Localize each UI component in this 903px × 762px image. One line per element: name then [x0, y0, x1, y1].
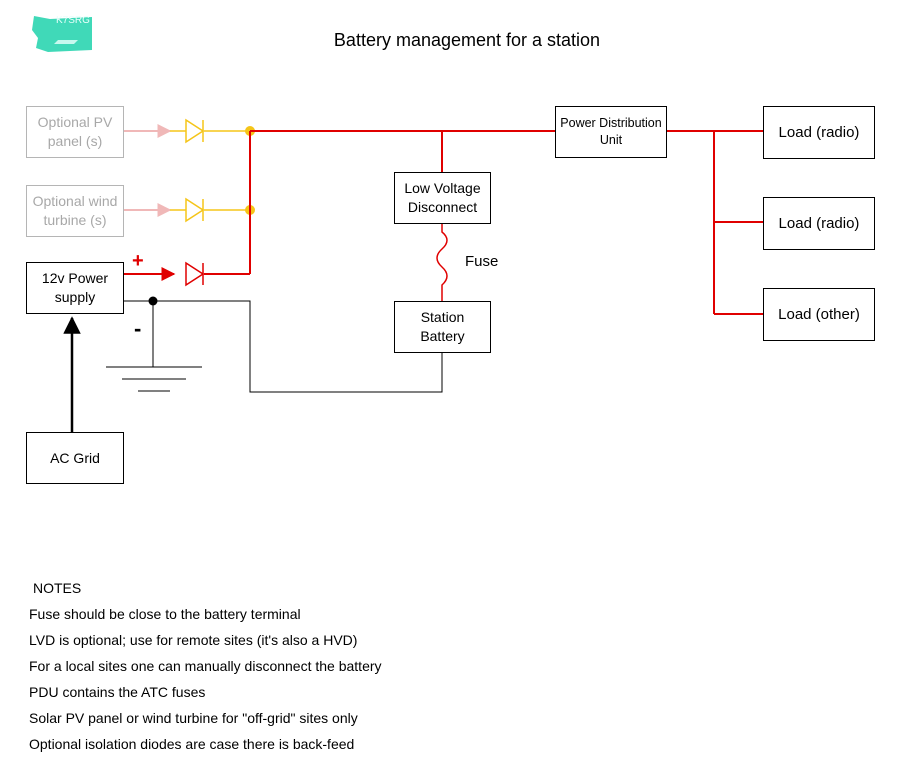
negative-return-line [123, 300, 443, 393]
fuse-label: Fuse [465, 253, 499, 270]
wind-diode-icon [185, 197, 205, 223]
positive-label: + [132, 250, 144, 272]
low-voltage-disconnect-box: Low Voltage Disconnect [394, 172, 491, 224]
note-item: Optional isolation diodes are case there… [29, 736, 355, 752]
logo-callsign: K7SRG [56, 15, 90, 26]
washington-state-logo [32, 16, 92, 52]
load-distribution-lines [666, 130, 763, 315]
ground-symbol-icon [106, 366, 202, 392]
ac-grid-box: AC Grid [26, 432, 124, 484]
pv-panel-box: Optional PV panel (s) [26, 106, 124, 158]
station-battery-box: Station Battery [394, 301, 491, 353]
supply-diode-icon [185, 261, 205, 287]
note-item: For a local sites one can manually disco… [29, 658, 382, 674]
negative-label: - [134, 316, 142, 341]
load-other-box: Load (other) [763, 288, 875, 341]
note-item: PDU contains the ATC fuses [29, 684, 206, 700]
diagram-title: Battery management for a station [333, 30, 601, 50]
supply-positive-line [123, 131, 251, 281]
fuse-symbol [436, 223, 448, 301]
notes-section: NOTES Fuse should be close to the batter… [29, 578, 382, 760]
note-item: Solar PV panel or wind turbine for "off-… [29, 710, 358, 726]
wind-turbine-box: Optional wind turbine (s) [26, 185, 124, 237]
load-radio-1-box: Load (radio) [763, 106, 875, 159]
power-distribution-unit-box: Power Distribution Unit [555, 106, 667, 158]
pv-diode-icon [185, 118, 205, 144]
power-supply-box: 12v Power supply [26, 262, 124, 314]
note-item: LVD is optional; use for remote sites (i… [29, 632, 358, 648]
note-item: Fuse should be close to the battery term… [29, 606, 301, 622]
load-radio-2-box: Load (radio) [763, 197, 875, 250]
notes-heading: NOTES [33, 580, 82, 596]
